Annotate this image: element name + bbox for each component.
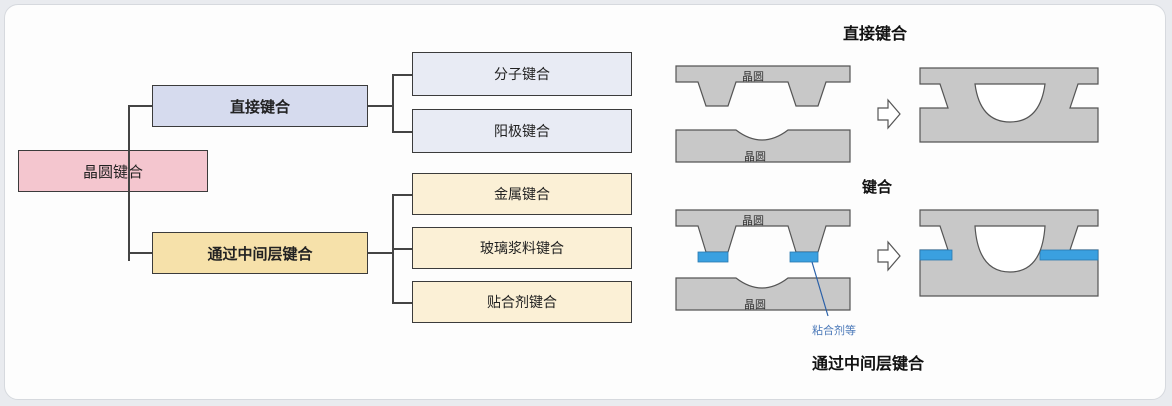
- direct-cavity: [974, 83, 1046, 123]
- connector-direct-child1: [392, 74, 412, 76]
- arrow-right-icon: [877, 240, 901, 272]
- leaf-label: 金属键合: [494, 187, 550, 203]
- intermediate-bonding-node: 通过中间层键合: [152, 232, 368, 274]
- inter-cavity: [974, 225, 1046, 273]
- direct-lower-wafer: [675, 129, 851, 163]
- adhesive-pointer: [811, 261, 829, 317]
- leaf-anodic-bonding: 阳极键合: [412, 109, 632, 153]
- direct-bonding-node: 直接键合: [152, 85, 368, 127]
- connector-inter-out: [368, 252, 392, 254]
- leaf-molecular-bonding: 分子键合: [412, 52, 632, 96]
- adhesive-left: [697, 251, 729, 263]
- wafer-label-bottom-inter: 晶圆: [744, 298, 766, 311]
- adhesive-label: 粘合剂等: [812, 324, 856, 337]
- bonding-middle-label: 键合: [862, 178, 893, 196]
- intermediate-bonding-label: 通过中间层键合: [207, 244, 313, 263]
- inter-lower-wafer: [675, 277, 851, 311]
- intermediate-bonding-title: 通过中间层键合: [812, 354, 925, 373]
- wafer-label-bottom: 晶圆: [744, 150, 766, 163]
- connector-direct-child2: [392, 131, 412, 133]
- bonded-adhesive-left: [919, 249, 953, 261]
- leaf-label: 贴合剂键合: [487, 295, 557, 311]
- connector-root-vertical: [128, 106, 130, 261]
- leaf-label: 分子键合: [494, 67, 550, 83]
- direct-upper-wafer: [675, 65, 851, 107]
- connector-inter-child1: [392, 194, 412, 196]
- root-label: 晶圆键合: [82, 162, 143, 181]
- leaf-label: 玻璃浆料键合: [480, 241, 564, 257]
- direct-bonding-label: 直接键合: [229, 97, 290, 116]
- connector-inter-child2: [392, 248, 412, 250]
- adhesive-right: [789, 251, 819, 263]
- connector-root-direct: [128, 105, 152, 107]
- arrow-right-icon: [877, 98, 901, 130]
- direct-bonding-title: 直接键合: [843, 24, 908, 43]
- bonded-adhesive-right: [1039, 249, 1099, 261]
- inter-upper-wafer: [675, 209, 851, 253]
- wafer-label-top-inter: 晶圆: [742, 214, 764, 227]
- connector-direct-out: [368, 105, 392, 107]
- connector-inter-child3: [392, 302, 412, 304]
- root-node: 晶圆键合: [18, 150, 208, 192]
- leaf-glass-frit-bonding: 玻璃浆料键合: [412, 227, 632, 269]
- connector-root-inter: [128, 252, 152, 254]
- leaf-metal-bonding: 金属键合: [412, 173, 632, 215]
- connector-direct-vertical: [392, 74, 394, 132]
- wafer-label-top: 晶圆: [742, 70, 764, 83]
- leaf-label: 阳极键合: [494, 124, 550, 140]
- leaf-adhesive-bonding: 贴合剂键合: [412, 281, 632, 323]
